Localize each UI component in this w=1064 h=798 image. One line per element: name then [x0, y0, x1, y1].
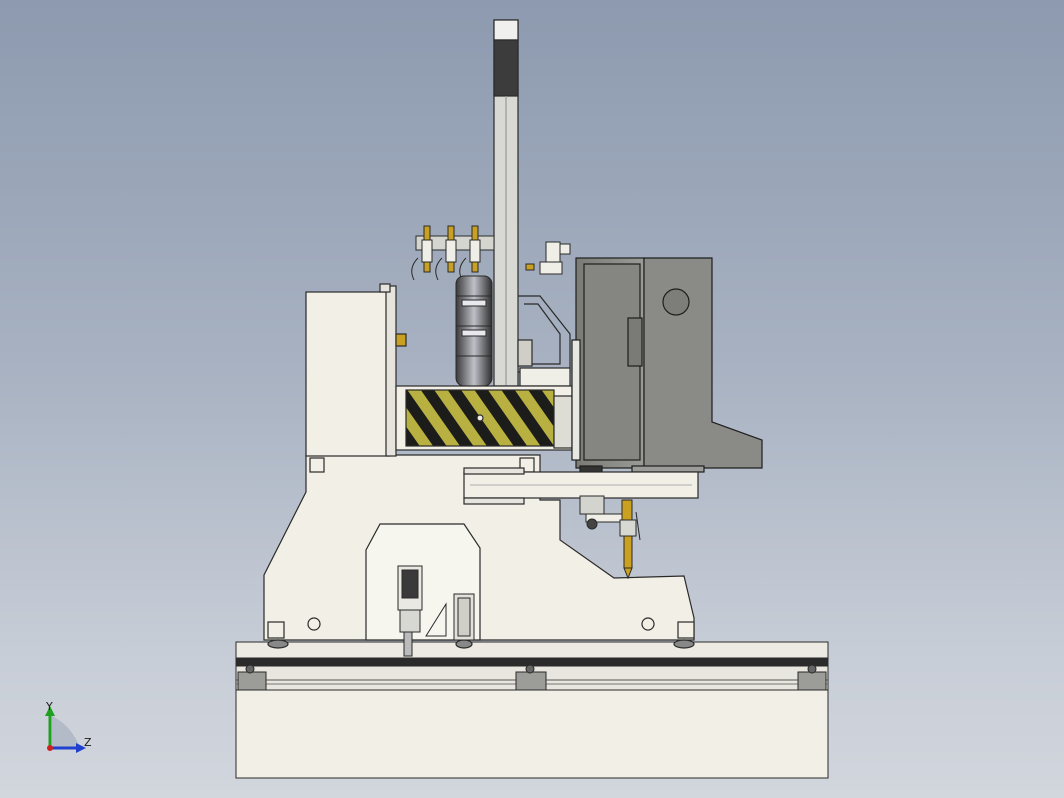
rail-black-track [235, 657, 829, 667]
left-cabinet [305, 283, 407, 457]
valve-3 [469, 225, 481, 273]
lift-cylinder [397, 565, 475, 657]
valve-2 [445, 225, 457, 273]
housing-port [662, 288, 690, 316]
grey-housing [571, 257, 763, 475]
rail-bracket-right [797, 671, 827, 691]
drive-wheel [455, 275, 493, 387]
rail-top-plate [235, 641, 829, 659]
valve-manifold [411, 225, 495, 281]
hazard-guard [395, 385, 573, 451]
bed-lower-box [235, 689, 829, 779]
solenoid-valve [525, 241, 571, 275]
vertical-column [493, 19, 519, 387]
frame-window [365, 523, 481, 641]
rail-bracket-mid [515, 671, 547, 691]
rail-bracket-left [237, 671, 267, 691]
linkage-bracket [517, 295, 571, 387]
valve-1 [421, 225, 433, 273]
y-axis-label: Y [45, 700, 53, 713]
carriage-frame [263, 454, 695, 649]
side-valve [395, 333, 407, 347]
welding-torch [579, 495, 641, 580]
torch-nozzle [623, 535, 633, 569]
z-axis-label: Z [84, 736, 92, 749]
axis-triad: Y Z [45, 700, 92, 753]
base-bed [235, 641, 829, 779]
x-axis-dot [47, 745, 53, 751]
horizontal-arm [463, 467, 699, 505]
